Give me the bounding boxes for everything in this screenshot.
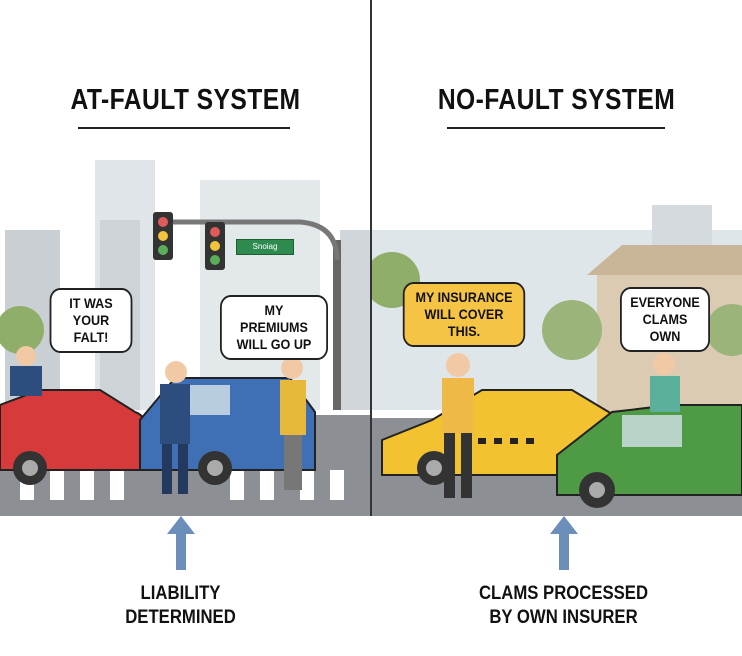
at-fault-title: AT-FAULT SYSTEM <box>70 84 301 116</box>
woman-driver <box>280 357 306 490</box>
tree <box>0 306 44 354</box>
no-fault-title: NO-FAULT SYSTEM <box>437 84 676 116</box>
caption-line: LIABILITY <box>140 583 221 604</box>
speech-bubble-officer: IT WAS YOUR FALT! <box>49 288 133 353</box>
signal-pole <box>333 240 341 410</box>
caption-line: CLAMS PROCESSED <box>478 583 649 604</box>
no-fault-caption: CLAMS PROCESSED BY OWN INSURER <box>400 582 726 630</box>
title-underline <box>447 127 665 129</box>
red-car <box>0 389 149 485</box>
other-driver-on-phone <box>650 353 680 412</box>
speech-bubble-driver: MY PREMIUMS WILL GO UP <box>220 295 328 360</box>
up-arrow-icon <box>550 516 578 570</box>
street-sign: Snoiag <box>236 239 294 255</box>
man-on-phone <box>442 353 474 498</box>
title-underline <box>78 127 290 129</box>
speech-bubble-taxi-driver: MY INSURANCE WILL COVER THIS. <box>402 282 526 347</box>
up-arrow-icon <box>167 516 195 570</box>
tree <box>542 300 602 360</box>
police-officer-left <box>10 346 42 396</box>
caption-line: BY OWN INSURER <box>489 607 638 628</box>
police-officer <box>160 361 190 494</box>
traffic-light <box>153 212 173 260</box>
panel-divider <box>370 0 372 516</box>
speech-bubble-other-driver: EVERYONE CLAMS OWN <box>620 287 710 352</box>
traffic-light <box>205 222 225 270</box>
green-car <box>556 404 742 508</box>
caption-line: DETERMINED <box>125 607 236 628</box>
at-fault-caption: LIABILITY DETERMINED <box>17 582 343 630</box>
